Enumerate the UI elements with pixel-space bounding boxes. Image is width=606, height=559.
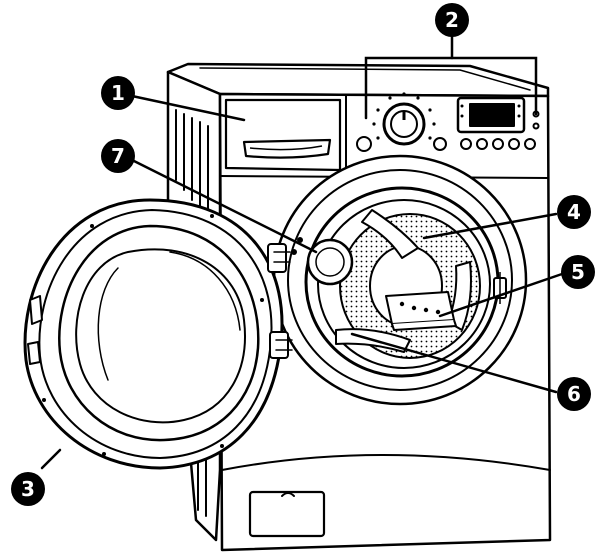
- door-hinge-upper: [267, 243, 287, 273]
- callout-number: 2: [445, 8, 459, 32]
- service-access-cover: [248, 490, 326, 538]
- callout-badge: [11, 472, 45, 506]
- door-glass: [75, 248, 246, 424]
- leader-line-7: [130, 158, 318, 254]
- leader-line-6: [350, 332, 558, 394]
- callout-1: 1: [101, 76, 135, 110]
- display-screen: [469, 103, 515, 127]
- door-seal-bulb: [291, 237, 354, 286]
- detergent-drawer: [224, 98, 342, 172]
- callout-6: 6: [557, 377, 591, 411]
- callout-5: 5: [561, 255, 595, 289]
- option-buttons: [460, 138, 536, 150]
- power-button: [356, 136, 372, 152]
- leader-line-1: [130, 94, 246, 122]
- callout-number: 7: [111, 144, 125, 168]
- callout-number: 3: [21, 477, 35, 501]
- start-pause-button: [433, 137, 447, 151]
- callout-number: 4: [567, 200, 581, 224]
- callout-4: 4: [557, 195, 591, 229]
- leader-line-3: [40, 448, 62, 470]
- callout-number: 1: [111, 81, 125, 105]
- leader-line-4: [422, 212, 558, 240]
- callout-badge: [101, 139, 135, 173]
- callout-3: 3: [11, 472, 45, 506]
- open-door: [23, 198, 293, 470]
- drum-baffle-top: [361, 209, 419, 259]
- callout-number: 5: [571, 260, 585, 284]
- callout-badge: [101, 76, 135, 110]
- callout-badge: [557, 195, 591, 229]
- callout-badge: [557, 377, 591, 411]
- callout-badge: [561, 255, 595, 289]
- door-hinge-lower: [269, 331, 289, 359]
- tub-light-panel: [385, 291, 457, 331]
- door-handle: [29, 295, 43, 325]
- control-panel: [356, 92, 540, 152]
- callout-2: 2: [435, 3, 469, 37]
- callout-number: 6: [567, 382, 581, 406]
- leader-line-5: [438, 272, 564, 318]
- callout-badge: [435, 3, 469, 37]
- door-opening: [272, 154, 528, 406]
- leader-lines: [40, 32, 564, 470]
- callout-7: 7: [101, 139, 135, 173]
